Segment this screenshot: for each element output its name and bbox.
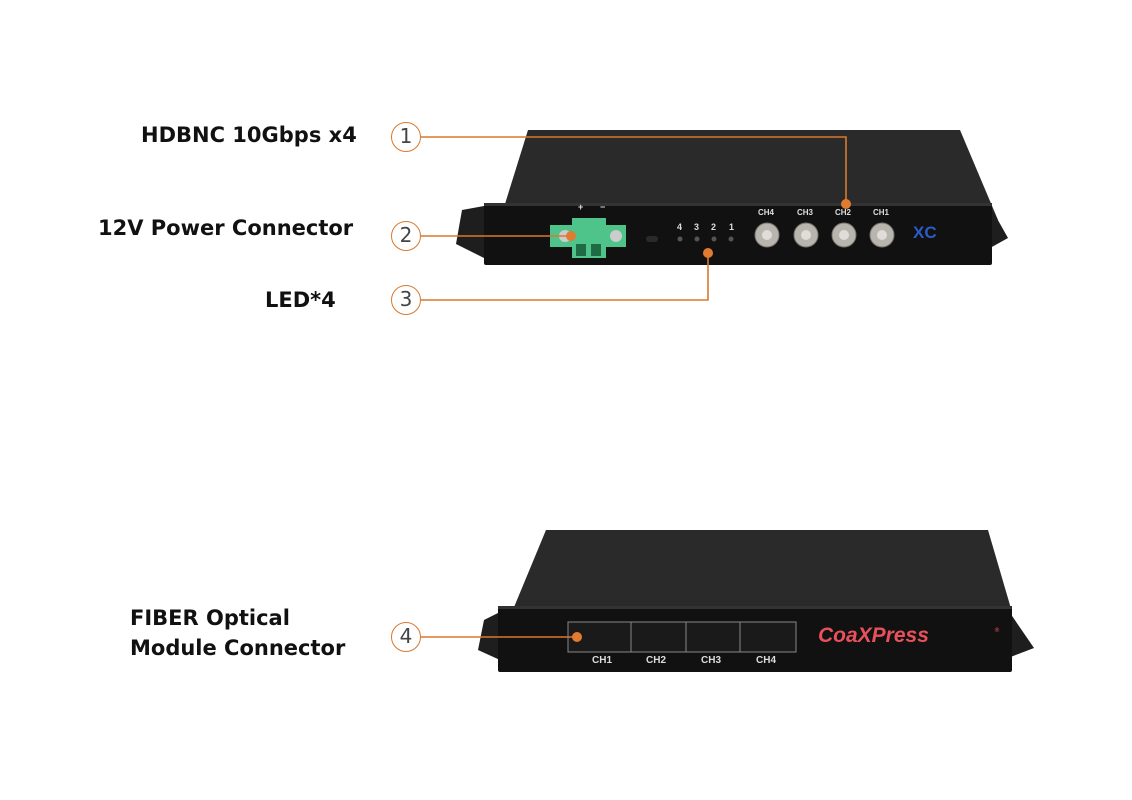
sfp-label: CH3 [701, 655, 721, 666]
bnc-label: CH4 [758, 208, 775, 217]
bnc-connectors: CH4 CH3 CH2 CH1 [754, 208, 895, 248]
callout-number-3: 3 [391, 285, 421, 315]
callout-dot-3 [703, 248, 713, 258]
power-minus-mark: − [600, 202, 605, 212]
coaxpress-logo: CoaXPress [818, 624, 929, 647]
device-top: + − 4 3 2 1 CH4 CH3 CH2 CH1 [456, 130, 1008, 265]
leader-line-3 [421, 254, 709, 301]
bnc-label: CH1 [873, 208, 890, 217]
bnc-label: CH3 [797, 208, 814, 217]
led-1 [728, 236, 734, 242]
led-label: 4 [677, 222, 682, 232]
led-label: 3 [694, 222, 699, 232]
xc-logo: XC [913, 223, 937, 242]
power-plus-mark: + [578, 202, 583, 212]
device-bottom: CH1 CH2 CH3 CH4 CoaXPress ® [478, 530, 1034, 672]
callout-label-hdbnc: HDBNC 10Gbps x4 [141, 123, 357, 147]
led-group: 4 3 2 1 [677, 222, 734, 242]
callout-number-4: 4 [391, 622, 421, 652]
bnc-label: CH2 [835, 208, 852, 217]
callout-label-fiber-1: FIBER Optical [130, 606, 290, 630]
leader-line-1 [421, 136, 847, 203]
callout-label-led: LED*4 [265, 288, 336, 312]
led-label: 1 [729, 222, 734, 232]
callout-dot-4 [572, 632, 582, 642]
callout-dots [566, 199, 851, 642]
sfp-label: CH4 [756, 655, 776, 666]
sfp-ports: CH1 CH2 CH3 CH4 [567, 621, 797, 666]
led-2 [711, 236, 717, 242]
sfp-label: CH1 [592, 655, 612, 666]
led-3 [694, 236, 700, 242]
sfp-label: CH2 [646, 655, 666, 666]
callout-number-2: 2 [391, 221, 421, 251]
led-4 [677, 236, 683, 242]
callout-label-power: 12V Power Connector [98, 216, 354, 240]
registered-mark: ® [994, 627, 1000, 634]
callout-dot-1 [841, 199, 851, 209]
callout-label-fiber-2: Module Connector [130, 636, 346, 660]
led-label: 2 [711, 222, 716, 232]
leader-lines [421, 136, 847, 638]
port-indicator [646, 236, 658, 242]
callout-number-1: 1 [391, 122, 421, 152]
callout-dot-2 [566, 231, 576, 241]
